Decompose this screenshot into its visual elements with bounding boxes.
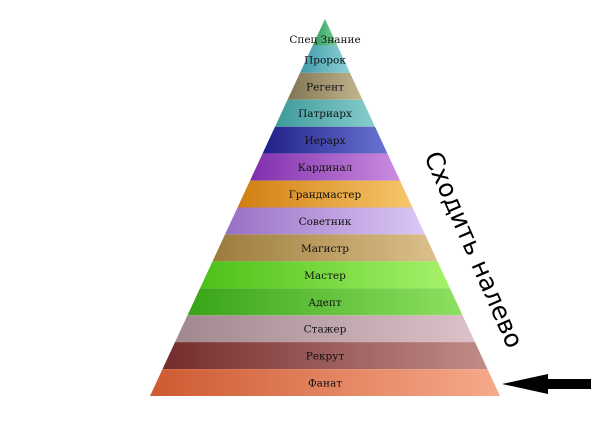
tier-label: Кардинал: [298, 162, 353, 174]
tier-label: Иерарх: [305, 135, 346, 147]
pyramid-tier: [150, 369, 500, 396]
pyramid-tier: [312, 19, 338, 46]
pyramid-tier: [237, 180, 413, 208]
tier-label: Советник: [299, 216, 352, 228]
tier-label: Фанат: [308, 378, 342, 390]
pyramid-tier: [187, 288, 463, 316]
pyramid-tier: [287, 72, 363, 100]
pyramid-tier: [175, 315, 475, 343]
pyramid-tier: [162, 342, 488, 370]
tier-label: Магистр: [301, 243, 349, 255]
arrow-left-icon: [502, 374, 591, 394]
tier-label: Адепт: [308, 297, 342, 309]
tier-label: Стажер: [304, 324, 347, 336]
pyramid-tiers: Спец ЗнаниеПророкРегентПатриархИерархКар…: [150, 19, 500, 396]
tier-label: Мастер: [304, 270, 346, 282]
tier-label: Спец Знание: [289, 34, 360, 46]
pyramid-tier: [262, 126, 388, 154]
tier-label: Патриарх: [298, 108, 352, 120]
tier-label: Пророк: [304, 54, 346, 66]
tier-label: Рекрут: [306, 351, 345, 363]
tier-label: Регент: [306, 81, 344, 93]
pyramid-tier: [275, 99, 375, 127]
pyramid-tier: [200, 261, 450, 289]
tier-label: Грандмастер: [289, 189, 362, 201]
pyramid-tier: [225, 207, 425, 235]
pyramid-tier: [250, 153, 400, 181]
pyramid-tier: [300, 45, 350, 73]
pyramid-tier: [212, 234, 438, 262]
